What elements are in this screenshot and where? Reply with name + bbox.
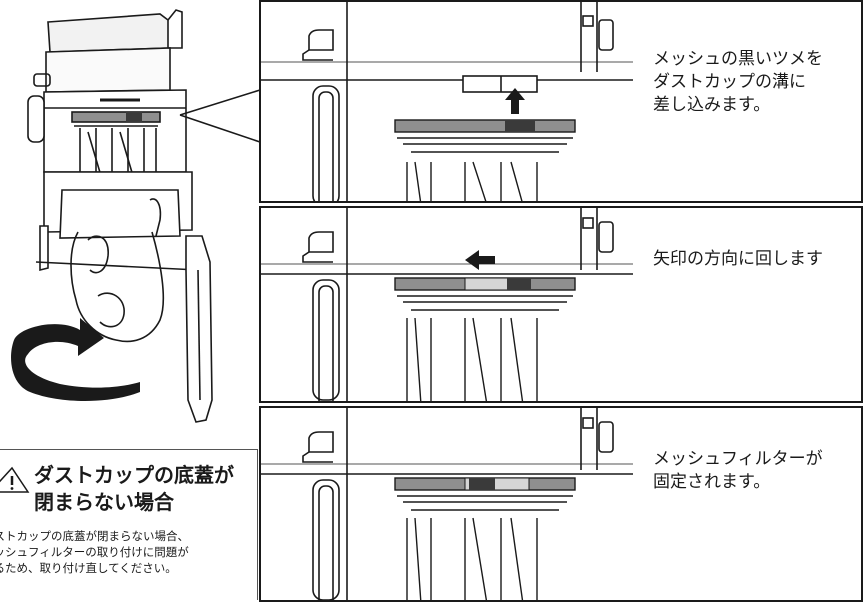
- dust-cup-overview-illustration: [0, 0, 258, 440]
- step-panel-2: 矢印の方向に回します: [259, 206, 863, 403]
- warning-title: ダストカップの底蓋が 閉まらない場合: [34, 463, 234, 514]
- step-2-illustration: [261, 208, 633, 401]
- step-3-text: メッシュフィルターが 固定されます。: [653, 449, 823, 492]
- step-3-illustration: [261, 408, 633, 600]
- step-2-text: 矢印の方向に回します: [653, 249, 823, 269]
- callout-wedge: [176, 88, 262, 144]
- step-1-text: メッシュの黒いツメを ダストカップの溝に 差し込みます。: [653, 49, 823, 115]
- step-1-illustration: [261, 2, 633, 201]
- warning-triangle-icon: [0, 466, 30, 493]
- warning-box: ダストカップの底蓋が 閉まらない場合 ダストカップの底蓋が閉まらない場合、 メッ…: [0, 449, 258, 600]
- warning-body: ダストカップの底蓋が閉まらない場合、 メッシュフィルターの取り付けに問題が ある…: [0, 529, 189, 575]
- step-panel-1: メッシュの黒いツメを ダストカップの溝に 差し込みます。: [259, 0, 863, 203]
- step-panel-3: メッシュフィルターが 固定されます。: [259, 406, 863, 602]
